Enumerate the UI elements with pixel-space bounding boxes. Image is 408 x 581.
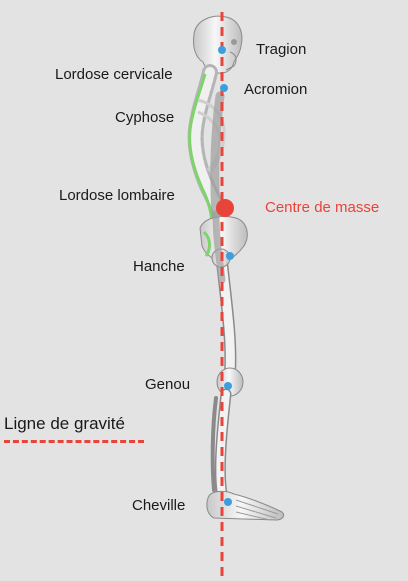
foot-illustration bbox=[206, 490, 285, 521]
skull-illustration bbox=[193, 15, 243, 74]
centre-de-masse-marker bbox=[216, 199, 234, 217]
hanche-marker bbox=[226, 252, 234, 260]
lordose-cervicale-label: Lordose cervicale bbox=[55, 66, 173, 83]
genou-label: Genou bbox=[145, 376, 191, 393]
cheville-label: Cheville bbox=[132, 497, 186, 514]
tragion-marker bbox=[218, 46, 226, 54]
acromion-marker bbox=[220, 84, 228, 92]
hanche-label: Hanche bbox=[133, 258, 185, 275]
cheville-marker bbox=[224, 498, 232, 506]
acromion-label: Acromion bbox=[244, 81, 308, 98]
spine-curve-line bbox=[188, 73, 214, 227]
centre-de-masse-label: Centre de masse bbox=[265, 199, 380, 216]
lordose-lombaire-label: Lordose lombaire bbox=[59, 187, 175, 204]
tragion-label: Tragion bbox=[256, 41, 307, 58]
legend-dashed-line bbox=[4, 440, 144, 443]
cyphose-label: Cyphose bbox=[115, 109, 175, 126]
genou-marker bbox=[224, 382, 232, 390]
legend-label: Ligne de gravité bbox=[4, 414, 125, 433]
shin-illustration bbox=[210, 388, 232, 500]
